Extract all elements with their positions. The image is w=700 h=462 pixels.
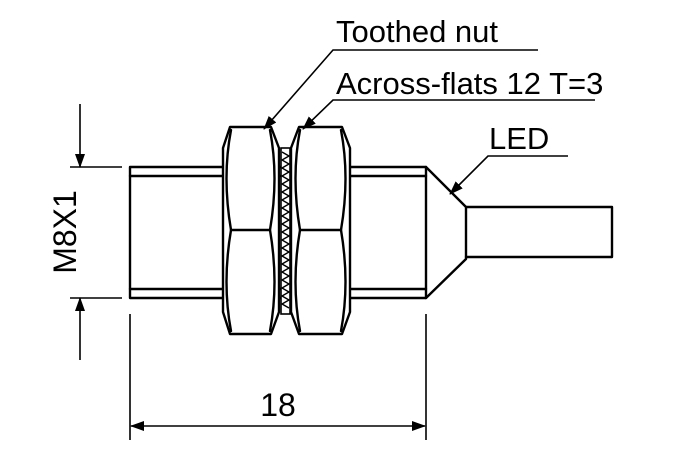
length-dimension: 18 bbox=[129, 314, 427, 440]
thread-dimension: M8X1 bbox=[47, 104, 122, 360]
toothed-nut-right bbox=[289, 125, 352, 336]
cable bbox=[424, 165, 614, 300]
thread-label: M8X1 bbox=[47, 190, 83, 274]
toothed-nut-left bbox=[221, 125, 281, 336]
toothed-washer bbox=[280, 147, 291, 315]
across-flats-label: Across-flats 12 T=3 bbox=[336, 66, 603, 101]
led-label: LED bbox=[489, 121, 549, 156]
length-label: 18 bbox=[260, 387, 296, 423]
label-leaders bbox=[263, 49, 595, 195]
toothed-nut-label: Toothed nut bbox=[336, 14, 498, 49]
